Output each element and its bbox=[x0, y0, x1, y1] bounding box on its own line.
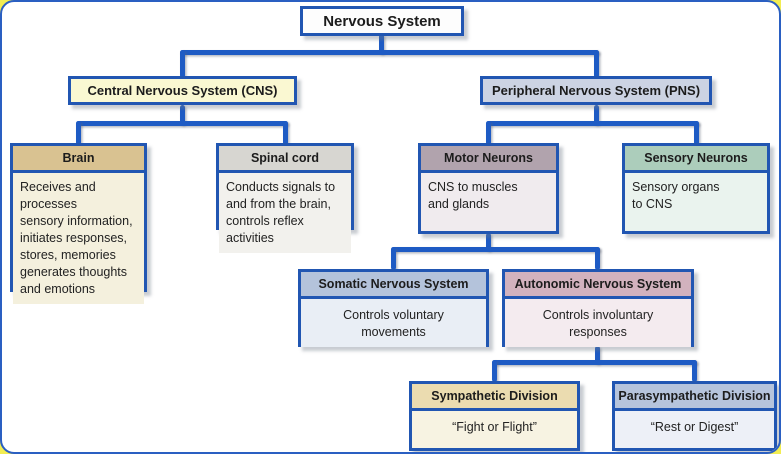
connector-to-motor-neurons bbox=[486, 121, 491, 145]
node-central-nervous-system-label: Central Nervous System (CNS) bbox=[71, 79, 294, 102]
node-parasympathetic-division-label: Parasympathetic Division bbox=[615, 384, 774, 411]
connector-motor-down bbox=[486, 233, 491, 251]
node-brain-label: Brain bbox=[13, 146, 144, 173]
connector-to-parasympathetic bbox=[692, 360, 697, 382]
node-somatic-nervous-system-label: Somatic Nervous System bbox=[301, 272, 486, 299]
connector-to-brain bbox=[76, 121, 81, 145]
node-brain-description: Receives and processes sensory informati… bbox=[13, 173, 144, 304]
connector-to-somatic bbox=[391, 247, 396, 270]
connector-to-spinal-cord bbox=[283, 121, 288, 145]
node-spinal-cord-description: Conducts signals to and from the brain, … bbox=[219, 173, 351, 253]
node-sensory-neurons: Sensory Neurons Sensory organs to CNS bbox=[622, 143, 770, 234]
node-parasympathetic-division-description: “Rest or Digest” bbox=[615, 411, 774, 448]
node-parasympathetic-division: Parasympathetic Division “Rest or Digest… bbox=[612, 381, 777, 451]
connector-to-cns bbox=[180, 50, 185, 78]
connector-motor-horizontal bbox=[391, 247, 600, 252]
connector-root-down bbox=[379, 34, 384, 54]
connector-autonomic-horizontal bbox=[492, 360, 697, 365]
connector-to-sensory-neurons bbox=[694, 121, 699, 145]
connector-cns-horizontal bbox=[76, 121, 288, 126]
connector-to-autonomic bbox=[595, 247, 600, 270]
node-central-nervous-system: Central Nervous System (CNS) bbox=[68, 76, 297, 105]
node-spinal-cord: Spinal cord Conducts signals to and from… bbox=[216, 143, 354, 253]
connector-autonomic-down bbox=[595, 346, 600, 364]
connector-level1-horizontal bbox=[180, 50, 599, 55]
node-sympathetic-division-label: Sympathetic Division bbox=[412, 384, 577, 411]
node-sensory-neurons-description: Sensory organs to CNS bbox=[625, 173, 767, 231]
node-sympathetic-division: Sympathetic Division “Fight or Flight” bbox=[409, 381, 580, 451]
node-autonomic-nervous-system-description: Controls involuntary responses bbox=[505, 299, 691, 347]
node-somatic-nervous-system-description: Controls voluntary movements bbox=[301, 299, 486, 347]
node-spinal-cord-label: Spinal cord bbox=[219, 146, 351, 173]
node-motor-neurons-label: Motor Neurons bbox=[421, 146, 556, 173]
node-motor-neurons: Motor Neurons CNS to muscles and glands bbox=[418, 143, 559, 234]
node-autonomic-nervous-system-label: Autonomic Nervous System bbox=[505, 272, 691, 299]
node-autonomic-nervous-system: Autonomic Nervous System Controls involu… bbox=[502, 269, 694, 347]
node-nervous-system-label: Nervous System bbox=[303, 9, 461, 33]
node-nervous-system: Nervous System bbox=[300, 6, 464, 36]
connector-cns-down bbox=[180, 105, 185, 125]
node-motor-neurons-description: CNS to muscles and glands bbox=[421, 173, 556, 231]
connector-to-pns bbox=[594, 50, 599, 78]
node-peripheral-nervous-system: Peripheral Nervous System (PNS) bbox=[480, 76, 712, 105]
node-peripheral-nervous-system-label: Peripheral Nervous System (PNS) bbox=[483, 79, 709, 102]
connector-pns-horizontal bbox=[486, 121, 699, 126]
node-sympathetic-division-description: “Fight or Flight” bbox=[412, 411, 577, 448]
node-somatic-nervous-system: Somatic Nervous System Controls voluntar… bbox=[298, 269, 489, 347]
connector-pns-down bbox=[594, 105, 599, 125]
connector-to-sympathetic bbox=[492, 360, 497, 382]
node-sensory-neurons-label: Sensory Neurons bbox=[625, 146, 767, 173]
node-brain: Brain Receives and processes sensory inf… bbox=[10, 143, 147, 304]
